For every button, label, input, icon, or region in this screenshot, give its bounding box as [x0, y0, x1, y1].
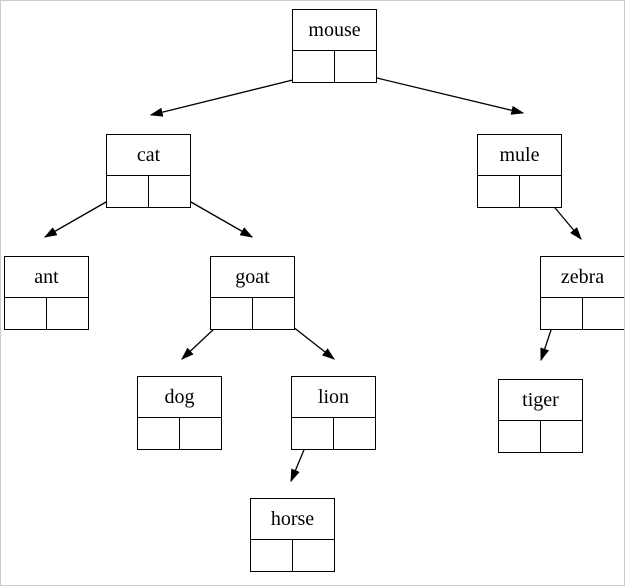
- node-pointer-cells-dog: [138, 418, 221, 449]
- left-pointer-cell-cat[interactable]: [107, 176, 149, 207]
- tree-node-lion[interactable]: lion: [291, 376, 376, 450]
- tree-node-horse[interactable]: horse: [250, 498, 335, 572]
- right-pointer-cell-mule[interactable]: [520, 176, 562, 207]
- left-pointer-cell-horse[interactable]: [251, 540, 293, 571]
- tree-node-goat[interactable]: goat: [210, 256, 295, 330]
- left-pointer-cell-zebra[interactable]: [541, 298, 583, 329]
- right-pointer-cell-horse[interactable]: [293, 540, 335, 571]
- left-pointer-cell-ant[interactable]: [5, 298, 47, 329]
- right-pointer-cell-zebra[interactable]: [583, 298, 625, 329]
- node-pointer-cells-ant: [5, 298, 88, 329]
- tree-node-zebra[interactable]: zebra: [540, 256, 624, 330]
- left-pointer-cell-dog[interactable]: [138, 418, 180, 449]
- node-label-mouse: mouse: [293, 10, 376, 51]
- node-pointer-cells-zebra: [541, 298, 624, 329]
- tree-node-dog[interactable]: dog: [137, 376, 222, 450]
- left-pointer-cell-lion[interactable]: [292, 418, 334, 449]
- node-label-ant: ant: [5, 257, 88, 298]
- left-pointer-cell-mouse[interactable]: [293, 51, 335, 82]
- node-pointer-cells-mouse: [293, 51, 376, 82]
- node-pointer-cells-tiger: [499, 421, 582, 452]
- right-pointer-cell-tiger[interactable]: [541, 421, 583, 452]
- right-pointer-cell-mouse[interactable]: [335, 51, 377, 82]
- node-pointer-cells-cat: [107, 176, 190, 207]
- tree-node-cat[interactable]: cat: [106, 134, 191, 208]
- node-label-mule: mule: [478, 135, 561, 176]
- tree-node-ant[interactable]: ant: [4, 256, 89, 330]
- edge-mouse-to-mule: [355, 72, 525, 115]
- tree-node-mouse[interactable]: mouse: [292, 9, 377, 83]
- left-pointer-cell-tiger[interactable]: [499, 421, 541, 452]
- node-label-dog: dog: [138, 377, 221, 418]
- left-pointer-cell-mule[interactable]: [478, 176, 520, 207]
- node-label-zebra: zebra: [541, 257, 624, 298]
- node-pointer-cells-goat: [211, 298, 294, 329]
- node-pointer-cells-lion: [292, 418, 375, 449]
- tree-node-mule[interactable]: mule: [477, 134, 562, 208]
- node-label-horse: horse: [251, 499, 334, 540]
- right-pointer-cell-dog[interactable]: [180, 418, 222, 449]
- edge-mouse-to-cat: [149, 74, 314, 117]
- node-label-cat: cat: [107, 135, 190, 176]
- node-pointer-cells-horse: [251, 540, 334, 571]
- right-pointer-cell-goat[interactable]: [253, 298, 295, 329]
- right-pointer-cell-lion[interactable]: [334, 418, 376, 449]
- tree-node-tiger[interactable]: tiger: [498, 379, 583, 453]
- left-pointer-cell-goat[interactable]: [211, 298, 253, 329]
- right-pointer-cell-ant[interactable]: [47, 298, 89, 329]
- node-label-lion: lion: [292, 377, 375, 418]
- right-pointer-cell-cat[interactable]: [149, 176, 191, 207]
- node-label-goat: goat: [211, 257, 294, 298]
- node-label-tiger: tiger: [499, 380, 582, 421]
- node-pointer-cells-mule: [478, 176, 561, 207]
